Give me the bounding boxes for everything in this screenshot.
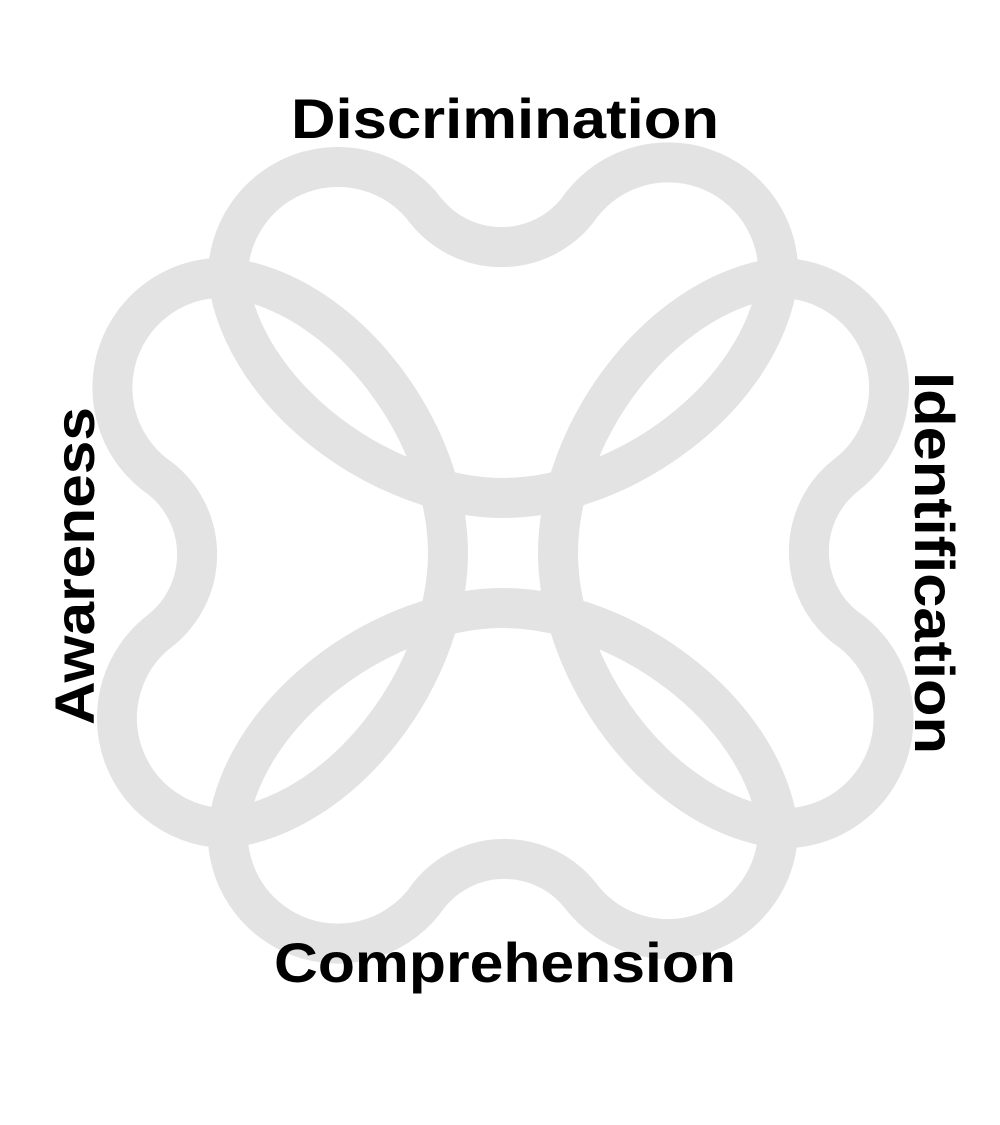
label-discrimination: Discrimination: [291, 87, 719, 150]
label-comprehension: Comprehension: [274, 931, 736, 994]
label-identification: Identification: [903, 372, 966, 754]
label-awareness: Awareness: [43, 407, 106, 725]
